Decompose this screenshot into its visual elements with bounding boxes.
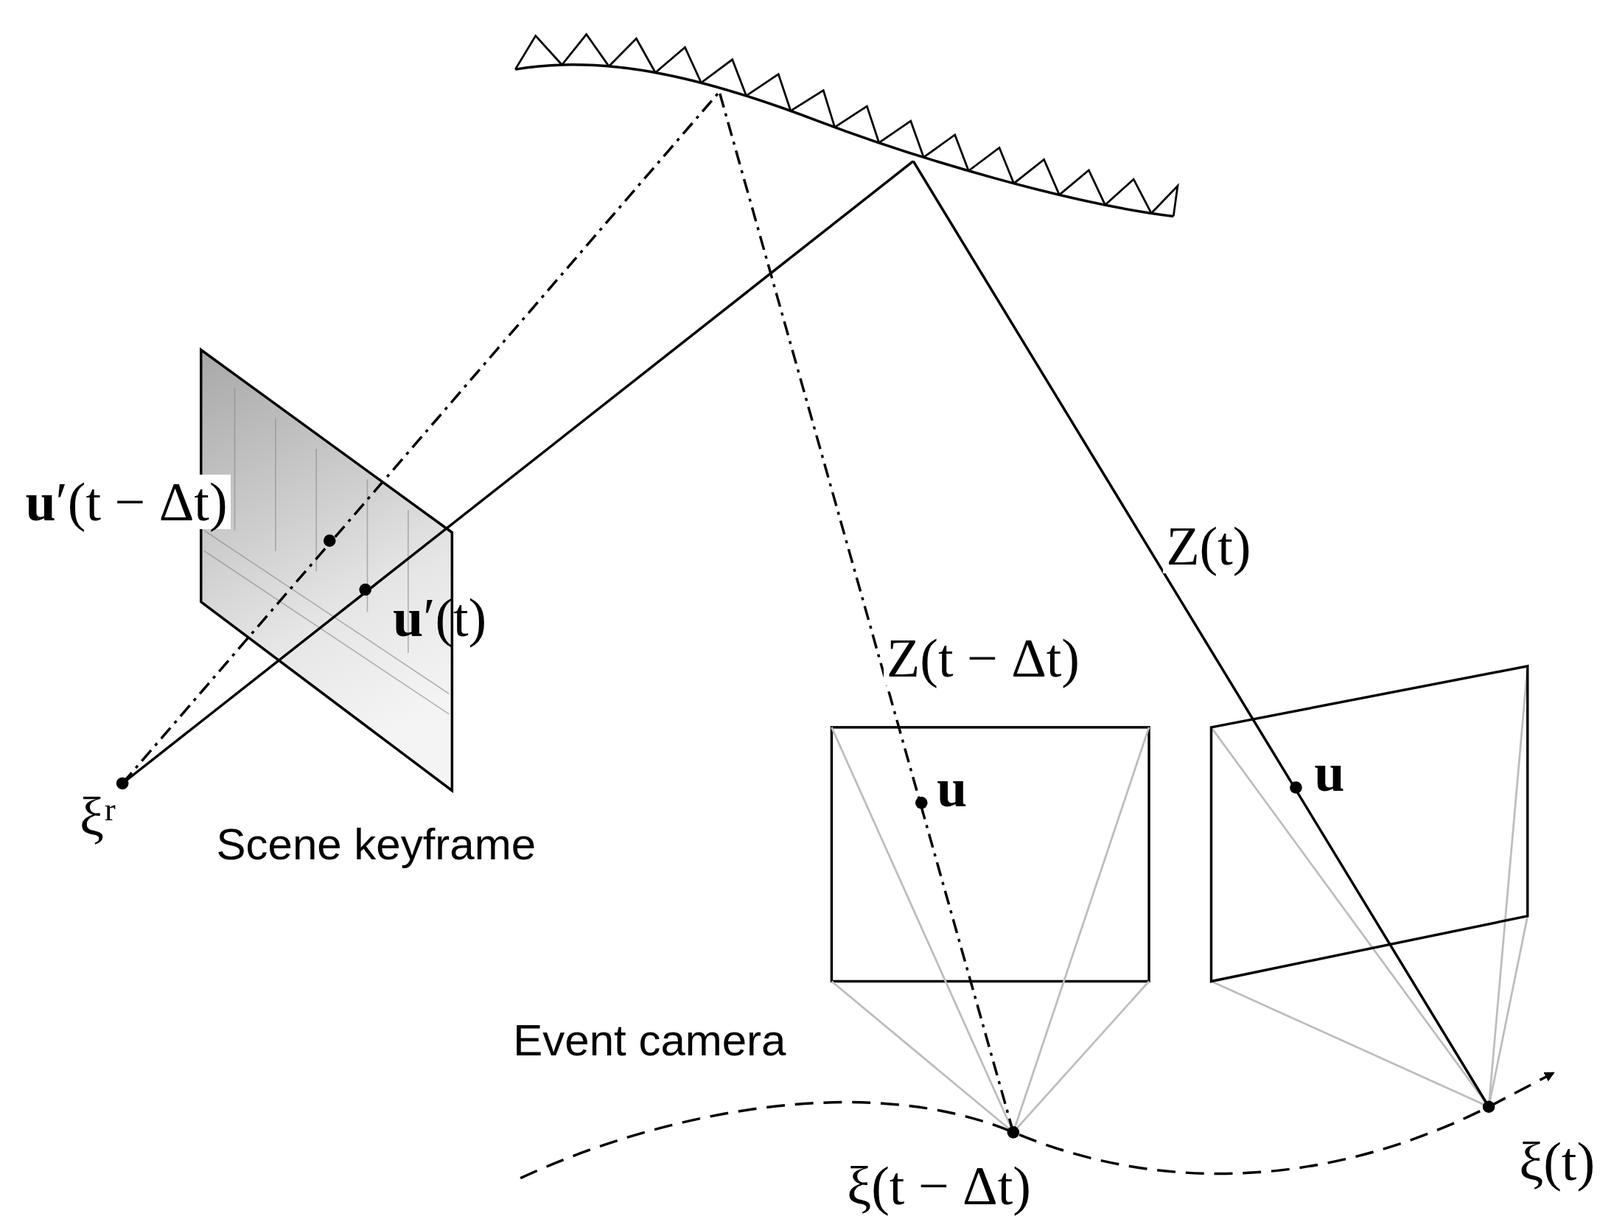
surface-tooth <box>790 90 836 128</box>
surface-tooth <box>1105 179 1152 213</box>
keyframe-plane <box>201 350 453 791</box>
image-plane <box>831 727 1149 982</box>
pixel-label: u <box>936 760 967 816</box>
pose-label: ξʳ <box>79 789 116 844</box>
point-dot <box>116 534 1496 1138</box>
scene-surface <box>515 64 1174 217</box>
surface-tooth <box>746 74 791 112</box>
camera-trajectory <box>520 1073 1553 1179</box>
ray-solid <box>122 161 914 784</box>
surface-tooth <box>879 120 925 157</box>
surface-tooth <box>835 106 880 143</box>
caption-label: Event camera <box>509 1018 789 1063</box>
frustum-lines <box>831 666 1528 1133</box>
ray-dashdot <box>122 92 720 784</box>
pose-label: ξ(t) <box>1518 1134 1595 1189</box>
pose-label: ξ(t − Δt) <box>846 1158 1032 1214</box>
surface-tooth <box>968 147 1014 183</box>
depth-label: Z(t) <box>1162 518 1254 574</box>
pixel-label: u <box>1314 745 1345 800</box>
surface-tooth <box>655 47 701 83</box>
surface-tooth <box>608 38 656 73</box>
caption-label: Scene keyframe <box>216 822 537 867</box>
surface-tooth <box>1059 170 1105 205</box>
surface-tooth <box>562 34 610 67</box>
depth-label: Z(t − Δt) <box>883 630 1083 686</box>
surface-tooth <box>700 59 746 96</box>
surface-tooth <box>1151 185 1178 216</box>
surface-hatching <box>515 34 1178 217</box>
point-label: u′(t) <box>392 590 487 645</box>
point-label: u′(t − Δt) <box>22 474 230 530</box>
image-plane <box>1210 666 1528 982</box>
surface-tooth <box>923 134 969 171</box>
keyframe-texture <box>204 387 449 715</box>
surface-tooth <box>515 36 562 70</box>
surface-tooth <box>1014 159 1060 196</box>
ray-dashdot <box>719 92 1014 1133</box>
